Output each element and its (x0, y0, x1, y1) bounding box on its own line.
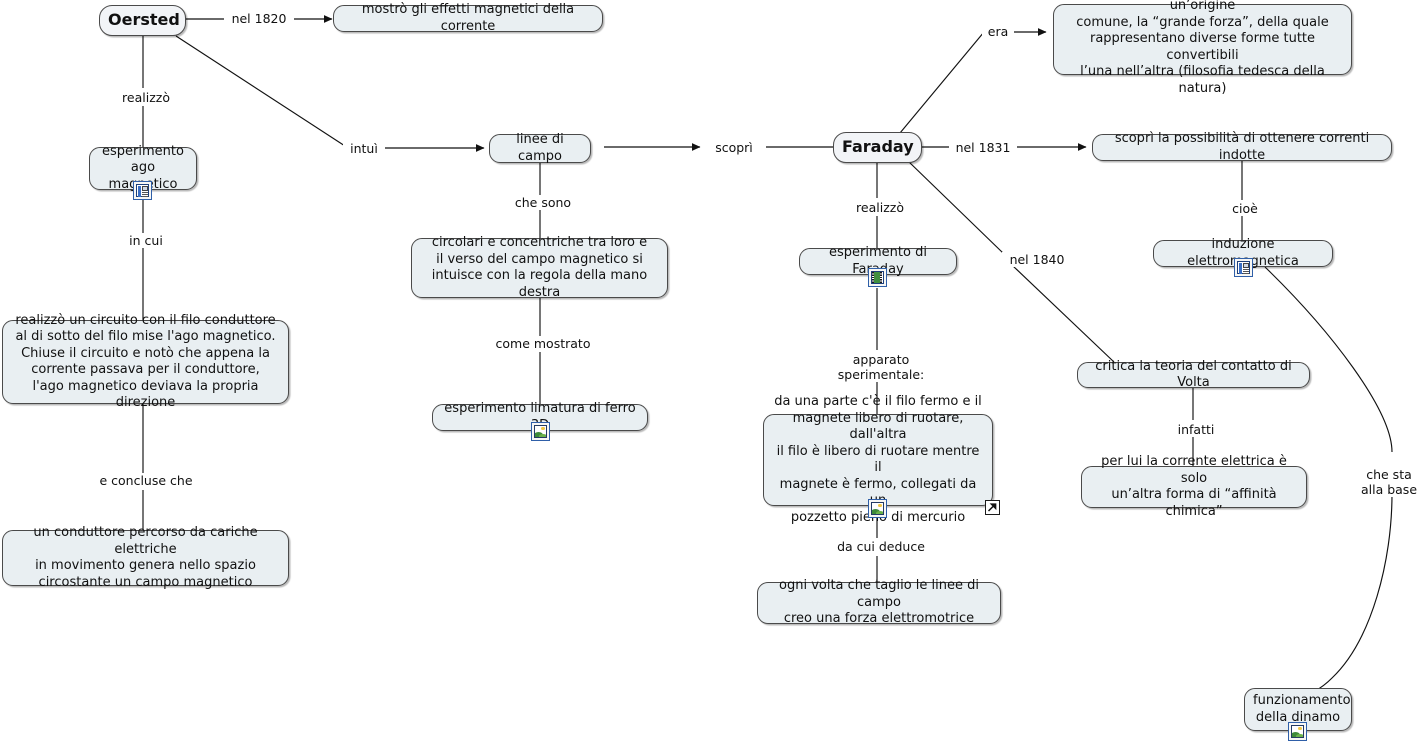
edge-label-che-sta-alla-base: che sta alla base (1355, 467, 1422, 497)
edge-label-da-cui-deduce: da cui deduce (828, 539, 934, 554)
edge-label-nel-1840: nel 1840 (1002, 252, 1072, 267)
node-circuito-filo[interactable]: realizzò un circuito con il filo condutt… (2, 313, 289, 410)
edge-label-nel-1831: nel 1831 (949, 140, 1017, 155)
node-mostro-effetti-label: mostrò gli effetti magnetici della corre… (361, 2, 575, 34)
node-apparato-mercurio[interactable]: da una parte c'è il filo fermo e il magn… (763, 394, 993, 525)
node-forza-elettromotrice[interactable]: ogni volta che taglio le linee di campo … (757, 578, 1001, 626)
node-affinita-chimica-label: per lui la corrente elettrica è solo un’… (1101, 454, 1287, 519)
node-oersted[interactable]: Oersted (99, 5, 186, 36)
node-oersted-label: Oersted (108, 10, 180, 30)
edge-label-come-mostrato: come mostrato (489, 336, 597, 351)
node-conduttore-conclusione-label: un conduttore percorso da cariche elettr… (33, 525, 258, 590)
picture-icon[interactable] (1288, 722, 1307, 741)
node-critica-volta[interactable]: critica la teoria del contatto di Volta (1077, 359, 1310, 390)
edge-label-in-cui: in cui (113, 233, 179, 248)
node-limatura-label: esperimento limatura di ferro 3D (444, 401, 636, 433)
document-icon[interactable] (1234, 258, 1253, 277)
edge-label-cioe: cioè (1220, 201, 1270, 216)
film-icon[interactable] (868, 268, 887, 287)
node-linee-campo-label: linee di campo (516, 132, 564, 164)
node-circolari[interactable]: circolari e concentriche tra loro e il v… (411, 235, 668, 300)
node-correnti-indotte[interactable]: scoprì la possibilità di ottenere corren… (1092, 131, 1392, 163)
edge-label-realizzo-faraday: realizzò (842, 200, 918, 215)
edge-label-che-sono: che sono (503, 195, 583, 210)
edge-label-infatti: infatti (1168, 422, 1224, 437)
external-link-icon[interactable] (985, 500, 1000, 515)
node-affinita-chimica[interactable]: per lui la corrente elettrica è solo un’… (1081, 454, 1307, 519)
edge-label-realizzo-oersted: realizzò (108, 90, 184, 105)
node-esperimento-ago-label: esperimento ago magnetico (102, 143, 184, 192)
edge-label-e-concluse-che: e concluse che (85, 473, 207, 488)
edge-label-apparato-sperimentale: apparato sperimentale: (806, 352, 956, 382)
node-circuito-filo-label: realizzò un circuito con il filo condutt… (15, 312, 276, 411)
node-faraday[interactable]: Faraday (833, 132, 922, 163)
node-faraday-label: Faraday (842, 137, 914, 157)
edge-label-era: era (982, 24, 1014, 39)
node-convinto-forze[interactable]: convinto che tutte le forze abbiano un’o… (1053, 0, 1352, 96)
node-convinto-forze-label: convinto che tutte le forze abbiano un’o… (1076, 0, 1329, 96)
edge-label-intui: intuì (343, 141, 385, 156)
node-circolari-label: circolari e concentriche tra loro e il v… (431, 235, 648, 300)
node-correnti-indotte-label: scoprì la possibilità di ottenere corren… (1114, 131, 1370, 163)
node-apparato-mercurio-label: da una parte c'è il filo fermo e il magn… (774, 394, 982, 525)
node-dinamo-label: funzionamento della dinamo (1253, 693, 1351, 725)
picture-icon[interactable] (868, 499, 887, 518)
node-linee-campo[interactable]: linee di campo (489, 132, 591, 164)
edge-label-nel-1820: nel 1820 (224, 11, 294, 26)
node-mostro-effetti[interactable]: mostrò gli effetti magnetici della corre… (333, 2, 603, 34)
node-conduttore-conclusione[interactable]: un conduttore percorso da cariche elettr… (2, 525, 289, 590)
edge-label-scopri: scoprì (702, 140, 766, 155)
node-critica-volta-label: critica la teoria del contatto di Volta (1095, 358, 1292, 391)
picture-icon[interactable] (531, 422, 550, 441)
node-forza-elettromotrice-label: ogni volta che taglio le linee di campo … (779, 578, 979, 627)
document-icon[interactable] (133, 181, 152, 200)
